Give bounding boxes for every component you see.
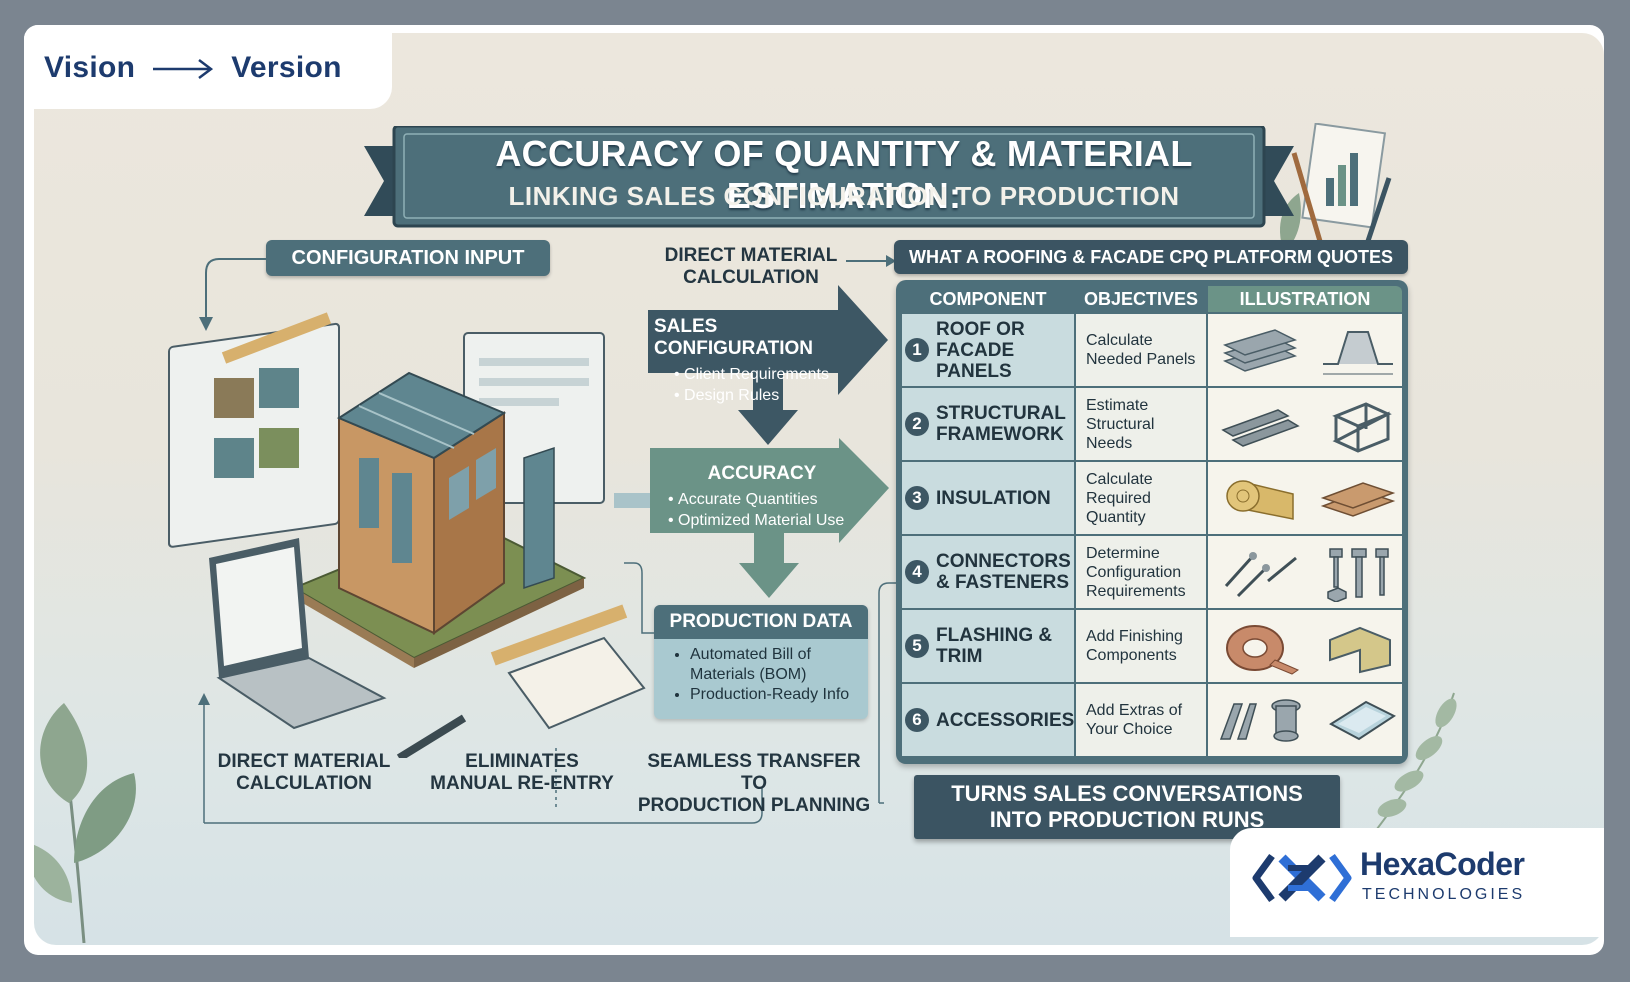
hexacoder-logo-icon	[1252, 853, 1352, 903]
steel-beams-icon	[1221, 409, 1300, 447]
laptop-icon	[209, 538, 387, 730]
infographic-card: ACCURACY OF QUANTITY & MATERIAL ESTIMATI…	[24, 25, 1604, 955]
title-line-1: ACCURACY OF QUANTITY & MATERIAL ESTIMATI…	[495, 133, 1193, 216]
logo-tagline: TECHNOLOGIES	[1362, 886, 1526, 903]
eliminates-manual-reentry-label: ELIMINATES MANUAL RE-ENTRY	[430, 751, 614, 794]
connector-lines	[198, 562, 896, 824]
version-label: Version	[231, 51, 342, 84]
brackets-icon	[1219, 699, 1301, 742]
component-name: ACCESSORIES	[936, 709, 1075, 731]
accuracy-text: ACCURACY • Accurate Quantities • Optimiz…	[662, 463, 862, 531]
column-header-component: COMPONENT	[929, 289, 1047, 309]
direct-material-calculation-label: DIRECT MATERIAL CALCULATION	[217, 751, 391, 794]
leaf-decoration-icon	[34, 703, 136, 943]
arrow-right-icon	[846, 255, 896, 267]
row-number: 3	[905, 486, 929, 510]
column-header-objectives: OBJECTIVES	[1083, 289, 1199, 309]
production-item-1: Automated Bill of Materials (BOM)	[690, 645, 868, 685]
row-number: 5	[905, 634, 929, 658]
trim-profile-icon	[1329, 626, 1391, 674]
cpq-quotes-table: COMPONENT OBJECTIVES ILLUSTRATION 1 ROOF …	[896, 280, 1408, 764]
objective-text: Calculate Required Quantity	[1086, 470, 1153, 526]
screws-icon	[1224, 552, 1297, 598]
monitor-window-icon	[168, 322, 340, 548]
objective-text: Determine Configuration Requirements	[1086, 544, 1186, 600]
report-chart-sketch-icon	[1279, 123, 1392, 254]
panel-profile-icon	[1323, 331, 1393, 375]
table-row: 6 ACCESSORIES Add Extras of Your Choice	[902, 684, 1402, 756]
sales-configuration-text: SALES CONFIGURATION • Client Requirement…	[654, 316, 844, 406]
table-row: 4 CONNECTORS & FASTENERS Determine Config…	[902, 536, 1402, 608]
seamless-transfer-label: SEAMLESS TRANSFER TO PRODUCTION PLANNING	[637, 751, 871, 816]
hexacoder-logo: HexaCoder TECHNOLOGIES	[1230, 828, 1604, 937]
row-number: 2	[905, 412, 929, 436]
sales-item-2: Design Rules	[684, 387, 780, 404]
row-number: 4	[905, 560, 929, 584]
loop-arrow-icon	[199, 258, 266, 331]
title-line-2: LINKING SALES CONFIGURATION TO PRODUCTIO…	[508, 181, 1180, 211]
insulation-boards-icon	[1320, 482, 1396, 517]
accuracy-arrow	[614, 438, 889, 598]
objective-text: Add Extras of Your Choice	[1086, 702, 1183, 738]
component-name: FLASHING & TRIM	[936, 625, 1053, 667]
sales-configuration-arrow	[648, 285, 888, 445]
column-header-illustration: ILLUSTRATION	[1208, 286, 1402, 312]
long-arrow-right-icon	[153, 59, 214, 80]
cpq-quotes-heading: WHAT A ROOFING & FACADE CPQ PLATFORM QUO…	[894, 240, 1408, 274]
accuracy-item-2: Optimized Material Use	[678, 512, 845, 529]
bolts-icon	[1327, 548, 1389, 602]
objective-text: Calculate Needed Panels	[1086, 332, 1196, 368]
skylight-icon	[1329, 700, 1397, 741]
table-row: 2 STRUCTURAL FRAMEWORK Estimate Structura…	[902, 388, 1402, 460]
accuracy-item-1: Accurate Quantities	[678, 491, 818, 508]
building-illustration	[168, 312, 646, 758]
component-name: INSULATION	[936, 487, 1051, 509]
production-item-2: Production-Ready Info	[690, 685, 868, 705]
infographic-artwork: ACCURACY OF QUANTITY & MATERIAL ESTIMATI…	[34, 33, 1604, 945]
configuration-input-pill: CONFIGURATION INPUT	[266, 240, 550, 276]
component-name: ROOF OR FACADE PANELS	[936, 318, 1025, 382]
objective-text: Add Finishing Components	[1086, 628, 1183, 664]
sales-item-1: Client Requirements	[684, 366, 829, 383]
row-number: 6	[905, 708, 929, 732]
insulation-roll-icon	[1226, 480, 1294, 520]
vision-version-chip: Vision Version	[24, 25, 392, 109]
leaf-decoration-right-icon	[1373, 692, 1457, 834]
component-name: STRUCTURAL FRAMEWORK	[936, 403, 1066, 445]
component-name: CONNECTORS & FASTENERS	[936, 551, 1071, 593]
sales-configuration-title: SALES CONFIGURATION	[654, 316, 814, 359]
accuracy-title: ACCURACY	[707, 463, 817, 484]
production-data-title: PRODUCTION DATA	[654, 605, 868, 639]
table-row: 5 FLASHING & TRIM Add Finishing Component…	[902, 610, 1402, 682]
panel-stack-icon	[1222, 329, 1298, 372]
logo-name: HexaCoder	[1360, 846, 1525, 882]
table-row: 1 ROOF OR FACADE PANELS Calculate Needed …	[902, 314, 1402, 386]
table-row: 3 INSULATION Calculate Required Quantity	[902, 462, 1402, 534]
objective-text: Estimate Structural Needs	[1086, 396, 1155, 452]
production-data-box: PRODUCTION DATA Automated Bill of Materi…	[654, 605, 868, 719]
title-banner	[364, 126, 1294, 228]
flashing-coil-icon	[1226, 625, 1300, 675]
row-number: 1	[905, 338, 929, 362]
frame-cube-icon	[1332, 402, 1392, 453]
vision-label: Vision	[44, 51, 136, 84]
direct-material-calculation-top: DIRECT MATERIAL CALCULATION	[664, 245, 838, 288]
